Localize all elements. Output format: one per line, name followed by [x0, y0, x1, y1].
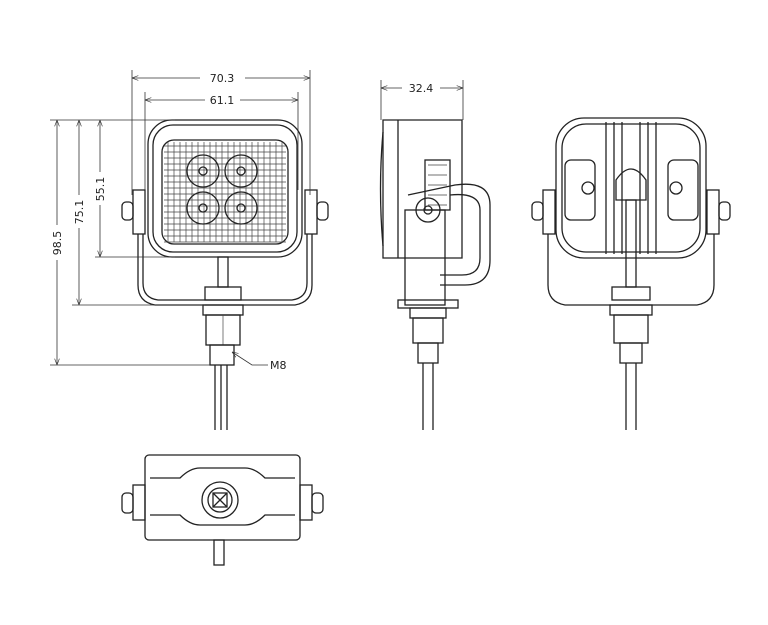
dim-housing-width: 61.1	[210, 94, 235, 107]
dim-thread: M8	[270, 359, 287, 372]
side-view: 32.4	[379, 80, 491, 430]
bottom-view	[121, 454, 324, 566]
back-view	[531, 117, 731, 430]
dim-bracket-height: 75.1	[73, 200, 86, 225]
lens-grid	[164, 142, 286, 243]
front-dimensions: 70.3 61.1 98.5 75.1 55.1 M8	[50, 70, 311, 372]
heat-sink-fins	[605, 122, 657, 254]
dim-housing-height: 55.1	[94, 177, 107, 202]
front-view	[121, 119, 329, 430]
dim-overall-width: 70.3	[210, 72, 235, 85]
dim-depth: 32.4	[409, 82, 434, 95]
dim-overall-height: 98.5	[51, 231, 64, 256]
led-icon	[186, 154, 258, 225]
